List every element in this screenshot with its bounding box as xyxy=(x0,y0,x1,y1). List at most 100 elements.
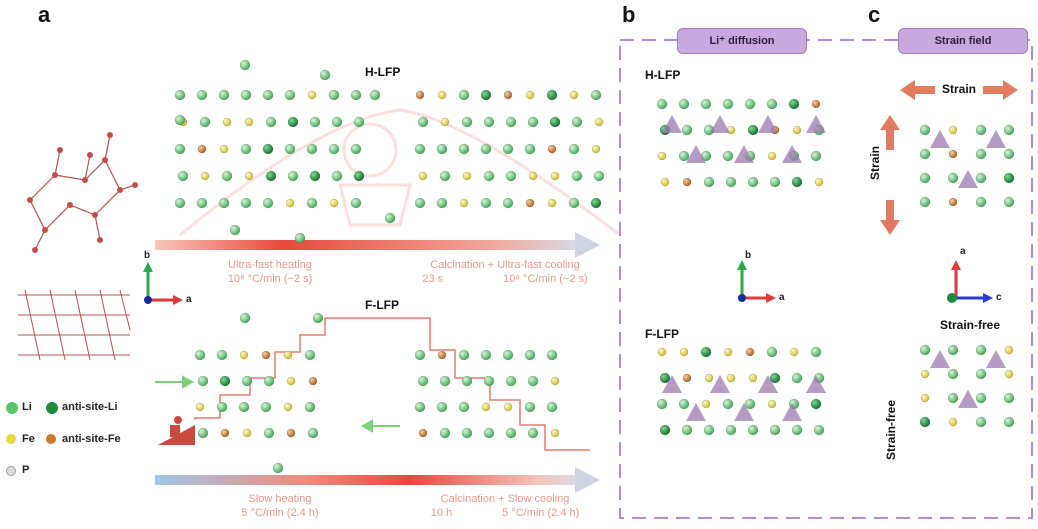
li-atom xyxy=(461,427,473,439)
fe-atom xyxy=(525,90,535,100)
li-atom xyxy=(725,424,737,436)
li-atom xyxy=(480,349,492,361)
polyhedron xyxy=(758,115,778,133)
fe-atom xyxy=(244,171,254,181)
fe-atom xyxy=(920,369,930,379)
anti-site-fe-atom xyxy=(261,350,271,360)
li-atom xyxy=(439,170,451,182)
anti-site-li-atom xyxy=(810,398,822,410)
anti-site-li-atom xyxy=(353,170,365,182)
li-atom xyxy=(218,89,230,101)
li-atom xyxy=(483,427,495,439)
anti-site-li-atom xyxy=(549,116,561,128)
fe-atom xyxy=(748,373,758,383)
li-atom xyxy=(240,143,252,155)
li-atom xyxy=(480,197,492,209)
fe-atom xyxy=(657,347,667,357)
fe-atom xyxy=(244,117,254,127)
f-lfp-heating-ribbon xyxy=(155,475,580,485)
li-atom xyxy=(810,346,822,358)
li-atom xyxy=(725,176,737,188)
anti-site-fe-atom xyxy=(503,90,513,100)
li-atom xyxy=(174,89,186,101)
li-atom xyxy=(678,98,690,110)
anti-site-li-atom xyxy=(262,143,274,155)
li-atom xyxy=(947,344,959,356)
anti-site-li-atom xyxy=(659,424,671,436)
li-atom xyxy=(218,197,230,209)
li-atom xyxy=(1003,124,1015,136)
fe-atom xyxy=(550,171,560,181)
li-atom xyxy=(678,398,690,410)
legend-li-swatch xyxy=(6,402,18,414)
fe-atom xyxy=(948,417,958,427)
process-arrows xyxy=(155,375,400,433)
li-atom xyxy=(505,375,517,387)
lfp-cell-top-atoms xyxy=(27,132,138,253)
li-atom xyxy=(174,143,186,155)
li-atom xyxy=(524,401,536,413)
li-atom xyxy=(216,349,228,361)
fe-atom xyxy=(792,125,802,135)
li-atom xyxy=(350,143,362,155)
b-h-lfp-title: H-LFP xyxy=(645,68,681,82)
li-atom xyxy=(747,176,759,188)
h-lfp-ribbon-arrowhead xyxy=(575,232,600,258)
floating-li-atom xyxy=(174,114,186,126)
fe-atom xyxy=(679,347,689,357)
li-atom xyxy=(975,344,987,356)
anti-site-fe-atom xyxy=(525,198,535,208)
polyhedron xyxy=(930,130,950,148)
anti-site-li-atom xyxy=(747,124,759,136)
fe-atom xyxy=(462,171,472,181)
strain-free-label: Strain-free xyxy=(940,318,1001,332)
strain-top-label: Strain xyxy=(942,82,977,96)
anti-site-li-atom xyxy=(788,98,800,110)
li-atom xyxy=(458,401,470,413)
anti-site-li-atom xyxy=(546,89,558,101)
polyhedron xyxy=(710,375,730,393)
fe-atom xyxy=(437,90,447,100)
li-atom xyxy=(480,143,492,155)
fe-atom xyxy=(285,198,295,208)
b-axis-label-a: a xyxy=(779,292,785,303)
li-atom xyxy=(439,375,451,387)
li-atom xyxy=(505,427,517,439)
li-atom xyxy=(262,197,274,209)
li-diffusion-pill: Li⁺ diffusion xyxy=(677,28,807,54)
li-atom xyxy=(284,89,296,101)
li-atom xyxy=(656,398,668,410)
li-atom xyxy=(502,349,514,361)
li-atom xyxy=(975,416,987,428)
fe-atom xyxy=(920,393,930,403)
polyhedron xyxy=(986,130,1006,148)
li-atom xyxy=(1003,392,1015,404)
li-atom xyxy=(414,143,426,155)
li-atom xyxy=(240,197,252,209)
fe-atom xyxy=(307,90,317,100)
anti-site-fe-atom xyxy=(418,428,428,438)
li-atom xyxy=(527,116,539,128)
polyhedron xyxy=(734,403,754,421)
fe-atom xyxy=(195,402,205,412)
li-atom xyxy=(527,375,539,387)
li-atom xyxy=(174,197,186,209)
li-atom xyxy=(919,172,931,184)
li-atom xyxy=(262,89,274,101)
fe-atom xyxy=(329,198,339,208)
li-atom xyxy=(307,427,319,439)
anti-site-fe-atom xyxy=(547,144,557,154)
h-lfp-heating-ribbon xyxy=(155,240,580,250)
fe-atom xyxy=(440,117,450,127)
li-atom xyxy=(975,196,987,208)
fe-atom xyxy=(789,347,799,357)
li-atom xyxy=(263,375,275,387)
li-atom xyxy=(744,398,756,410)
polyhedron xyxy=(710,115,730,133)
polyhedron xyxy=(986,350,1006,368)
legend-anti-li-label: anti-site-Li xyxy=(62,401,118,413)
axis-label-b: b xyxy=(144,250,151,261)
